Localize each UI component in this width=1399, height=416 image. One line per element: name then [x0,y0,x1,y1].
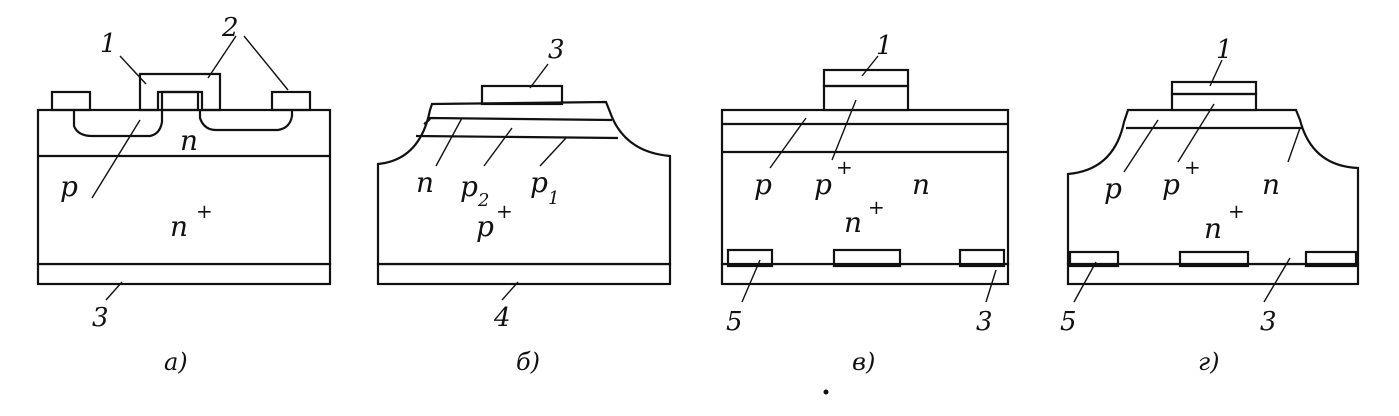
panel-a-leader-p [91,119,141,199]
panel-c-label-p: p [754,168,772,201]
panel-b-label-3: 3 [548,35,565,65]
panel-d-inclusion-center [1178,250,1250,268]
panel-b-label-p1-sub: 1 [548,188,559,209]
panel-a-contact-right [270,90,312,112]
panel-a-label-1: 1 [100,29,117,59]
panel-b-leader-p1 [539,137,567,167]
panel-b-leader-p2 [483,127,513,167]
panel-c-label-p-plus-sup: + [836,155,853,179]
panel-b-leader-4 [501,281,519,301]
panel-b-bottom-contact [376,262,672,286]
panel-d-leader-5 [1073,261,1097,303]
panel-a-label-3: 3 [92,303,109,333]
panel-a-label-n: n [180,124,198,157]
panel-a-contact-left [50,90,92,112]
panel-b-leader-n [435,117,463,167]
panel-b-label-p1: p [530,166,548,199]
panel-c: 1 p p + n n + 5 3 в) [720,31,1010,376]
panel-b-layer-1 [423,116,613,125]
panel-c-caption: в) [852,348,875,376]
panel-b-label-p2-sub: 2 [477,190,489,211]
panel-a-leader-1 [119,55,147,85]
panel-d-label-p-plus-sup: + [1184,155,1201,179]
panel-c-body [720,108,1010,266]
panel-a-label-n-plus-sup: + [196,199,213,223]
panel-d-top-contact [1170,80,1258,96]
panel-c-label-1: 1 [876,31,893,61]
panel-b-leader-3 [529,63,549,89]
panel-a-p-well-right [198,110,294,132]
panel-d-caption: г) [1198,348,1220,376]
panel-d-label-p: p [1104,172,1122,205]
panel-c-label-n-plus: n [844,206,862,239]
panel-c-p-plus-mesa [822,84,910,112]
panel-b-label-p-plus: p [476,210,494,243]
panel-d-inclusion-right [1304,250,1358,268]
panel-c-label-n: n [912,168,930,201]
speck-dot [823,389,829,395]
panel-d-leader-p-plus [1177,103,1215,163]
panel-d-leader-3 [1263,257,1291,303]
panel-c-leader-5 [741,259,761,303]
panel-a-leader-2b [243,35,289,91]
panel-b-caption: б) [516,348,540,376]
panel-c-inclusion-center [832,248,902,268]
panel-d-label-3: 3 [1260,307,1277,337]
panel-c-leader-p [769,117,807,169]
panel-d-label-p-plus: p [1162,168,1180,201]
panel-c-inclusion-left [726,248,774,268]
panel-d-leader-n [1287,127,1301,163]
panel-c-label-p-plus: p [814,168,832,201]
panel-a-caption: а) [164,348,188,376]
panel-b-label-n: n [416,166,434,199]
panel-a-label-n-plus: n [170,210,188,243]
panel-a-leader-3 [105,281,123,301]
panel-b-label-p-plus-sup: + [496,199,513,223]
panel-b-top-contact [480,84,564,106]
panel-d: 1 p p + n n + 5 3 г) [1060,35,1360,376]
panel-d-label-n: n [1262,168,1280,201]
panel-c-label-5: 5 [726,307,743,337]
panel-b-layer-2 [415,134,619,140]
panel-a-gate-inner [160,90,200,112]
panel-a-label-2: 2 [221,13,239,43]
panel-b: 3 n p 2 p 1 p + 4 б) [376,35,672,376]
panel-d-leader-1 [1209,59,1223,87]
panel-c-label-n-plus-sup: + [868,195,885,219]
panel-a-label-p: p [60,170,78,203]
panel-d-mesa-body [1066,108,1360,266]
panel-c-leader-p-plus [831,99,857,161]
panel-d-leader-p [1123,119,1159,173]
panel-d-label-1: 1 [1216,35,1233,65]
panel-a: 1 2 n p n + 3 а) [36,13,332,376]
panel-d-label-n-plus-sup: + [1228,199,1245,223]
panel-c-top-contact [822,68,910,88]
panel-c-label-3: 3 [976,307,993,337]
panel-d-label-5: 5 [1060,307,1077,337]
panel-c-leader-1 [861,55,879,77]
panel-d-p-plus-mesa [1170,92,1258,112]
panel-b-label-4: 4 [493,303,511,333]
panel-a-p-well-left [72,110,164,138]
panel-b-mesa-body [376,100,672,266]
panel-b-label-p2: p [460,170,478,203]
panel-c-leader-3 [985,269,997,303]
panel-a-bottom-contact [36,262,332,286]
panel-c-inclusion-right [958,248,1006,268]
panel-a-gate-contact [138,72,222,112]
panel-d-label-n-plus: n [1204,212,1222,245]
panel-a-leader-2a [207,35,237,79]
